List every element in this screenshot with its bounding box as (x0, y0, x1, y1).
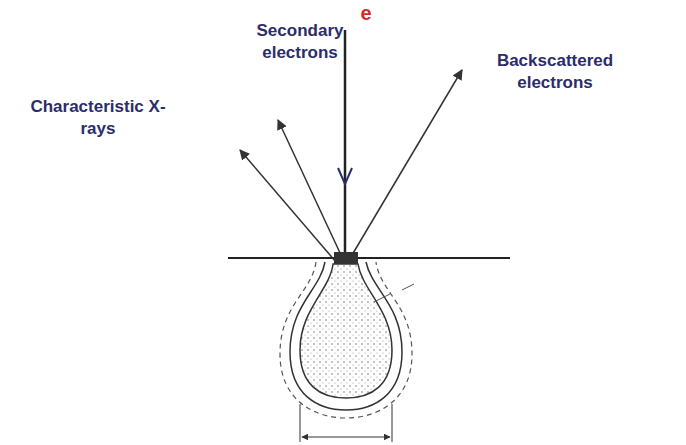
dimension-extension (392, 404, 393, 442)
sample-surface (228, 257, 510, 259)
leader-tick (374, 294, 390, 302)
leader-tick (402, 284, 414, 290)
secondary-arrow (278, 120, 341, 255)
outer-dashed-contour (280, 262, 412, 418)
xray-arrow (240, 150, 336, 262)
emission-label: Characteristic X-rays (23, 96, 173, 140)
beam-line (344, 30, 347, 256)
beam-arrowhead (338, 168, 352, 184)
outer-contour (290, 262, 402, 410)
beam-label: e (351, 2, 381, 24)
inner-volume (300, 264, 392, 398)
backscatter-arrow (352, 70, 462, 255)
dimension-line (302, 437, 390, 438)
emission-label: Backscattered electrons (480, 50, 630, 94)
dimension-extension (300, 404, 301, 442)
surface-spot (334, 252, 358, 264)
emission-label: Secondary electrons (248, 20, 353, 64)
